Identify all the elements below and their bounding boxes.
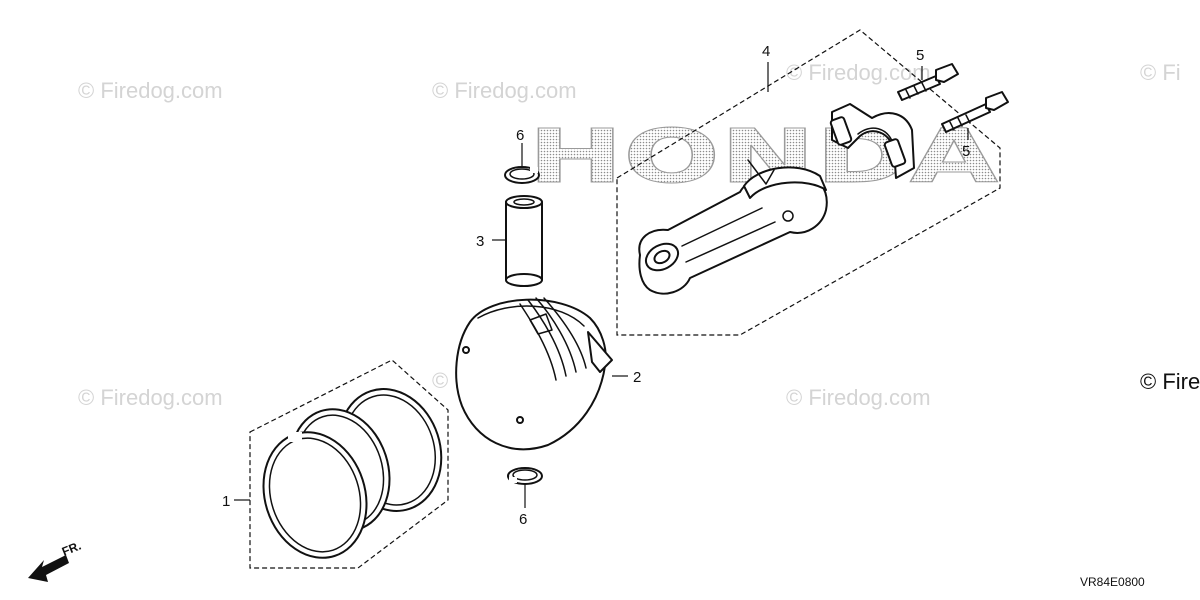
rod-cap-icon[interactable] (829, 103, 915, 179)
callout-2: 2 (633, 369, 641, 386)
piston-ring-set-icon[interactable] (248, 359, 457, 571)
connecting-rod-group (616, 29, 1009, 336)
honda-logo-watermark: HONDA (528, 114, 998, 200)
snap-ring-icon[interactable] (504, 166, 540, 184)
watermark-text: © Firedog.com (78, 78, 223, 103)
callout-4: 4 (762, 43, 770, 60)
watermark-text: © Firedog.com (786, 385, 931, 410)
piston-pin-icon[interactable] (505, 195, 543, 287)
watermark-text: © Fi (1140, 60, 1181, 85)
callout-1: 1 (222, 493, 230, 510)
callout-5: 5 (916, 47, 924, 64)
piston-ring-set-outline (249, 359, 449, 569)
callout-5: 5 (962, 143, 970, 160)
callout-6: 6 (519, 511, 527, 528)
connecting-rod-group-outline (616, 29, 1001, 336)
connecting-rod-icon[interactable] (638, 159, 828, 295)
diagram-code: VR84E0800 (1080, 575, 1145, 589)
copyright-notice: © Fire (1140, 369, 1200, 394)
snap-ring-icon[interactable] (507, 467, 543, 485)
watermark-text: © Firedog.com (786, 60, 931, 85)
watermark-text: © Firedog.com (432, 78, 577, 103)
bolt-icon[interactable] (941, 91, 1009, 133)
watermark-text: © Firedog.com (78, 385, 223, 410)
piston-icon[interactable] (455, 297, 613, 451)
callout-6: 6 (516, 127, 524, 144)
front-direction-arrow-icon: FR. (28, 539, 83, 582)
bolt-icon[interactable] (897, 63, 959, 101)
front-direction-label: FR. (60, 539, 83, 559)
callout-3: 3 (476, 233, 484, 250)
